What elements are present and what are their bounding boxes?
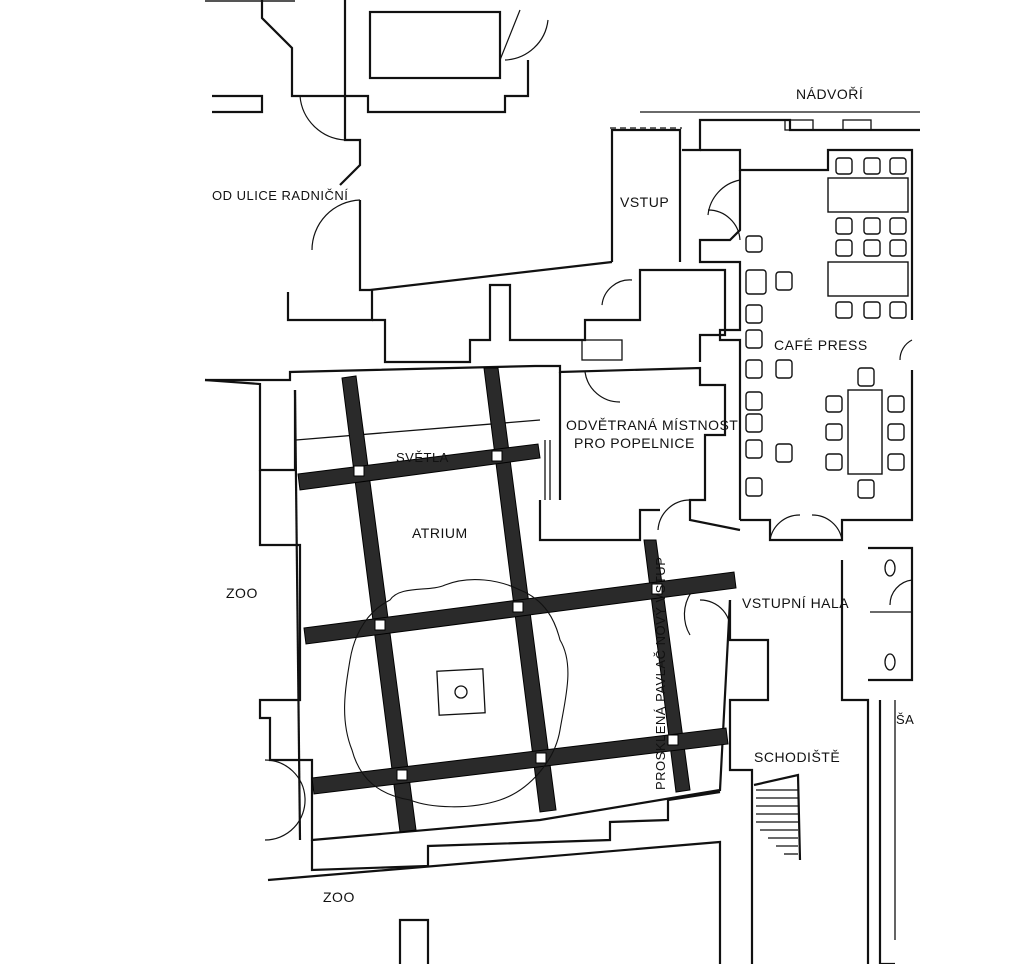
label-courtyard: NÁDVOŘÍ <box>796 86 863 102</box>
label-street: OD ULICE RADNIČNÍ <box>212 188 348 203</box>
label-bin-room-1: ODVĚTRANÁ MÍSTNOST <box>566 417 738 433</box>
label-entrance: VSTUP <box>620 194 669 210</box>
label-cafe: CAFÉ PRESS <box>774 337 868 353</box>
label-zoo-west: ZOO <box>226 585 258 601</box>
atrium-tree <box>344 579 569 808</box>
cafe-walls <box>698 170 914 542</box>
label-partial: ŠA <box>896 712 914 727</box>
label-zoo-south: ZOO <box>323 889 355 905</box>
label-light: SVĚTLA <box>396 450 449 465</box>
courtyard-wall <box>640 111 920 320</box>
hall-walls <box>728 546 914 964</box>
south-walls <box>267 790 722 964</box>
street-wall <box>369 127 682 292</box>
label-stairs: SCHODIŠTĚ <box>754 749 840 765</box>
label-hall: VSTUPNÍ HALA <box>742 595 849 611</box>
room-labels: NÁDVOŘÍ OD ULICE RADNIČNÍ VSTUP CAFÉ PRE… <box>212 86 914 905</box>
label-gallery: PROSKLENÁ PAVLAČ NOVÝ VSTUP <box>653 557 668 790</box>
atrium-beams <box>297 367 737 833</box>
staircase <box>753 773 802 861</box>
middle-block-walls <box>205 268 741 532</box>
cafe-furniture <box>745 157 909 499</box>
label-bin-room-2: PRO POPELNICE <box>574 435 695 451</box>
top-building-walls <box>205 0 549 292</box>
bin-room-walls <box>538 372 660 542</box>
label-atrium: ATRIUM <box>412 525 468 541</box>
